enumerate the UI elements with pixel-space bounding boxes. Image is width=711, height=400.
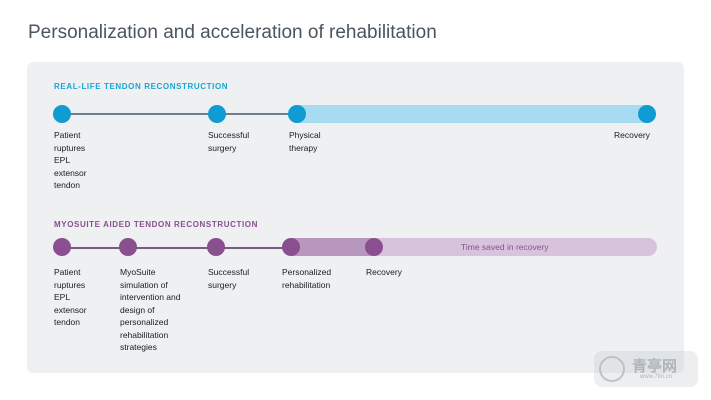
real-milestone-recovery-dot [638,105,656,123]
real-milestone-therapy-label: Physical therapy [289,130,321,153]
real-milestone-rupture-label: Patient ruptures EPL extensor tendon [54,130,87,190]
real-milestone-recovery-label: Recovery [614,130,650,140]
myo-milestone-recovery-dot [365,238,383,256]
myo-milestone-surgery-dot [207,238,225,256]
page-title: Personalization and acceleration of reha… [28,22,437,43]
real-milestone-surgery-label: Successful surgery [208,130,250,153]
physical-therapy-bar [288,105,656,123]
real-life-heading: REAL-LIFE TENDON RECONSTRUCTION [54,82,229,91]
real-milestone-rupture-dot [53,105,71,123]
watermark-text: 青亭网 [632,358,678,375]
myo-milestone-recovery-label: Recovery [366,267,402,277]
myo-milestone-rupture-label: Patient ruptures EPL extensor tendon [54,267,87,327]
time-saved-label: Time saved in recovery [461,242,549,252]
real-life-timeline-line [62,113,297,115]
myo-milestone-rehab-label: Personalized rehabilitation [282,267,332,290]
myo-milestone-rupture-dot [53,238,71,256]
personalized-rehab-bar [291,238,373,256]
myosuite-heading: MYOSUITE AIDED TENDON RECONSTRUCTION [54,220,258,229]
myo-milestone-simulation-dot [119,238,137,256]
watermark-url: www.7tin.cn [640,374,673,380]
myo-milestone-surgery-label: Successful surgery [208,267,250,290]
myo-milestone-simulation-label: MyoSuite simulation of intervention and … [120,267,181,352]
myo-milestone-rehab-dot [282,238,300,256]
real-milestone-surgery-dot [208,105,226,123]
watermark-logo-icon [599,356,625,382]
myosuite-timeline-line [62,247,292,249]
real-milestone-therapy-dot [288,105,306,123]
